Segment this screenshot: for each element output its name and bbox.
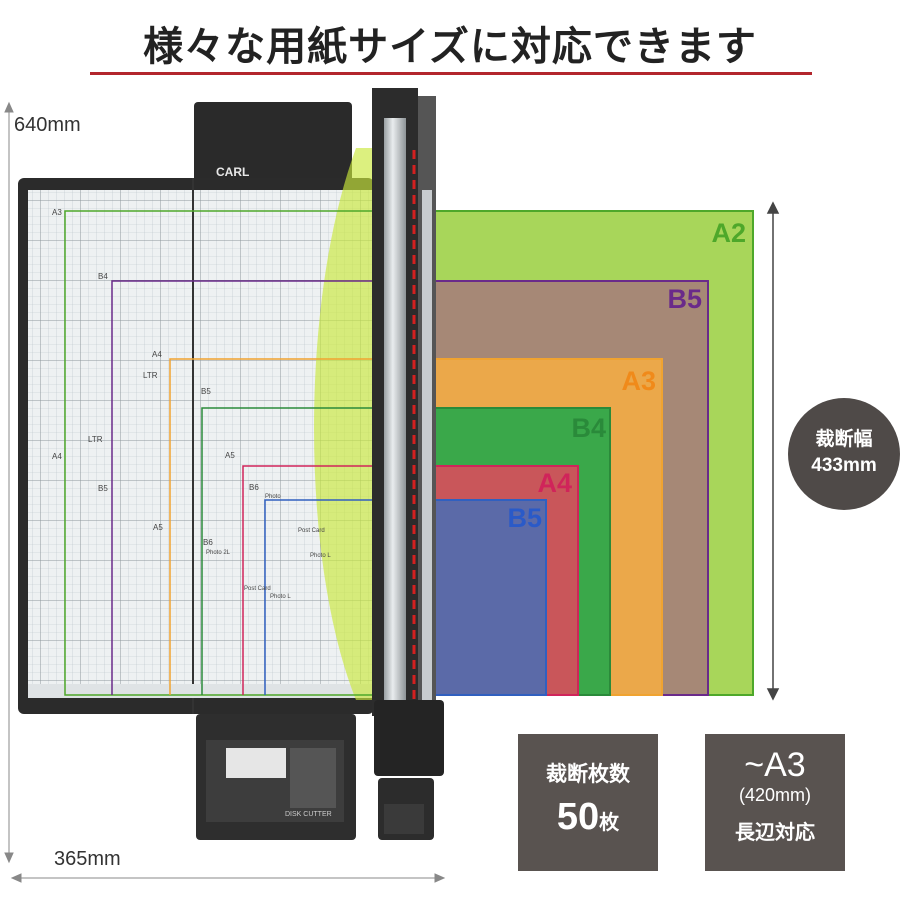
grid-mark: A5 bbox=[225, 451, 235, 460]
sheet-capacity-number: 50 bbox=[556, 796, 600, 838]
label-b5-purple: B5 bbox=[667, 284, 702, 314]
grid-mark: B5 bbox=[98, 484, 108, 493]
size-labels: A2 B5 A3 B4 A4 B5 bbox=[507, 218, 746, 533]
grid-mark: Photo 2L bbox=[206, 550, 231, 556]
max-size-length: (420mm) bbox=[738, 785, 811, 805]
max-size-value: ~A3 bbox=[744, 746, 806, 784]
cutting-rail bbox=[372, 88, 436, 716]
sheet-capacity-badge: 裁断枚数 50枚 bbox=[518, 734, 658, 871]
grid-mark: A5 bbox=[153, 523, 163, 532]
grid-mark: A3 bbox=[52, 208, 62, 217]
grid-mark: B6 bbox=[249, 483, 259, 492]
grid-mark: B4 bbox=[98, 272, 108, 281]
cutting-width-title: 裁断幅 bbox=[815, 428, 873, 450]
grid-mark: Post Card bbox=[244, 586, 271, 592]
brand-logo: CARL bbox=[216, 165, 249, 179]
grid-mark: LTR bbox=[88, 435, 103, 444]
page-title: 様々な用紙サイズに対応できます bbox=[143, 24, 757, 70]
height-dimension-label: 640mm bbox=[14, 114, 81, 136]
grid-mark: A4 bbox=[52, 452, 62, 461]
paper-size-panels bbox=[409, 210, 754, 696]
grid-mark: Photo L bbox=[310, 553, 331, 559]
height-dimension-arrow bbox=[4, 101, 14, 864]
grid-mark: Post Card bbox=[298, 528, 325, 534]
width-dimension-label: 365mm bbox=[54, 848, 121, 870]
max-size-badge: ~A3 (420mm) 長辺対応 bbox=[705, 734, 845, 871]
grid-marks: A3 B4 A4 LTR B5 A4 LTR B5 A5 B6 Photo A5… bbox=[52, 208, 331, 600]
grid-mark: Photo L bbox=[270, 594, 291, 600]
grid-mark: Photo bbox=[265, 494, 281, 500]
max-size-note: 長辺対応 bbox=[735, 820, 815, 844]
sheet-capacity-unit: 枚 bbox=[599, 810, 620, 834]
cutting-width-value: 433mm bbox=[811, 455, 877, 476]
label-a2: A2 bbox=[711, 218, 746, 248]
width-dimension-arrow bbox=[10, 873, 446, 883]
grid-mark: A4 bbox=[152, 350, 162, 359]
title-underline bbox=[90, 72, 812, 75]
blade-slider[interactable] bbox=[374, 700, 444, 840]
grid-mark: B6 bbox=[203, 538, 213, 547]
grid-mark: B5 bbox=[201, 387, 211, 396]
size-outline-lines bbox=[64, 210, 410, 696]
sheet-capacity-title: 裁断枚数 bbox=[546, 762, 630, 786]
label-b4: B4 bbox=[571, 413, 606, 443]
label-b5-blue: B5 bbox=[507, 503, 542, 533]
grid-mark: LTR bbox=[143, 371, 158, 380]
cutting-width-badge: 裁断幅 433mm bbox=[788, 398, 900, 510]
cutting-width-arrow bbox=[766, 201, 780, 701]
label-a3: A3 bbox=[621, 366, 656, 396]
label-a4: A4 bbox=[537, 468, 572, 498]
product-label: DISK CUTTER bbox=[285, 811, 332, 818]
